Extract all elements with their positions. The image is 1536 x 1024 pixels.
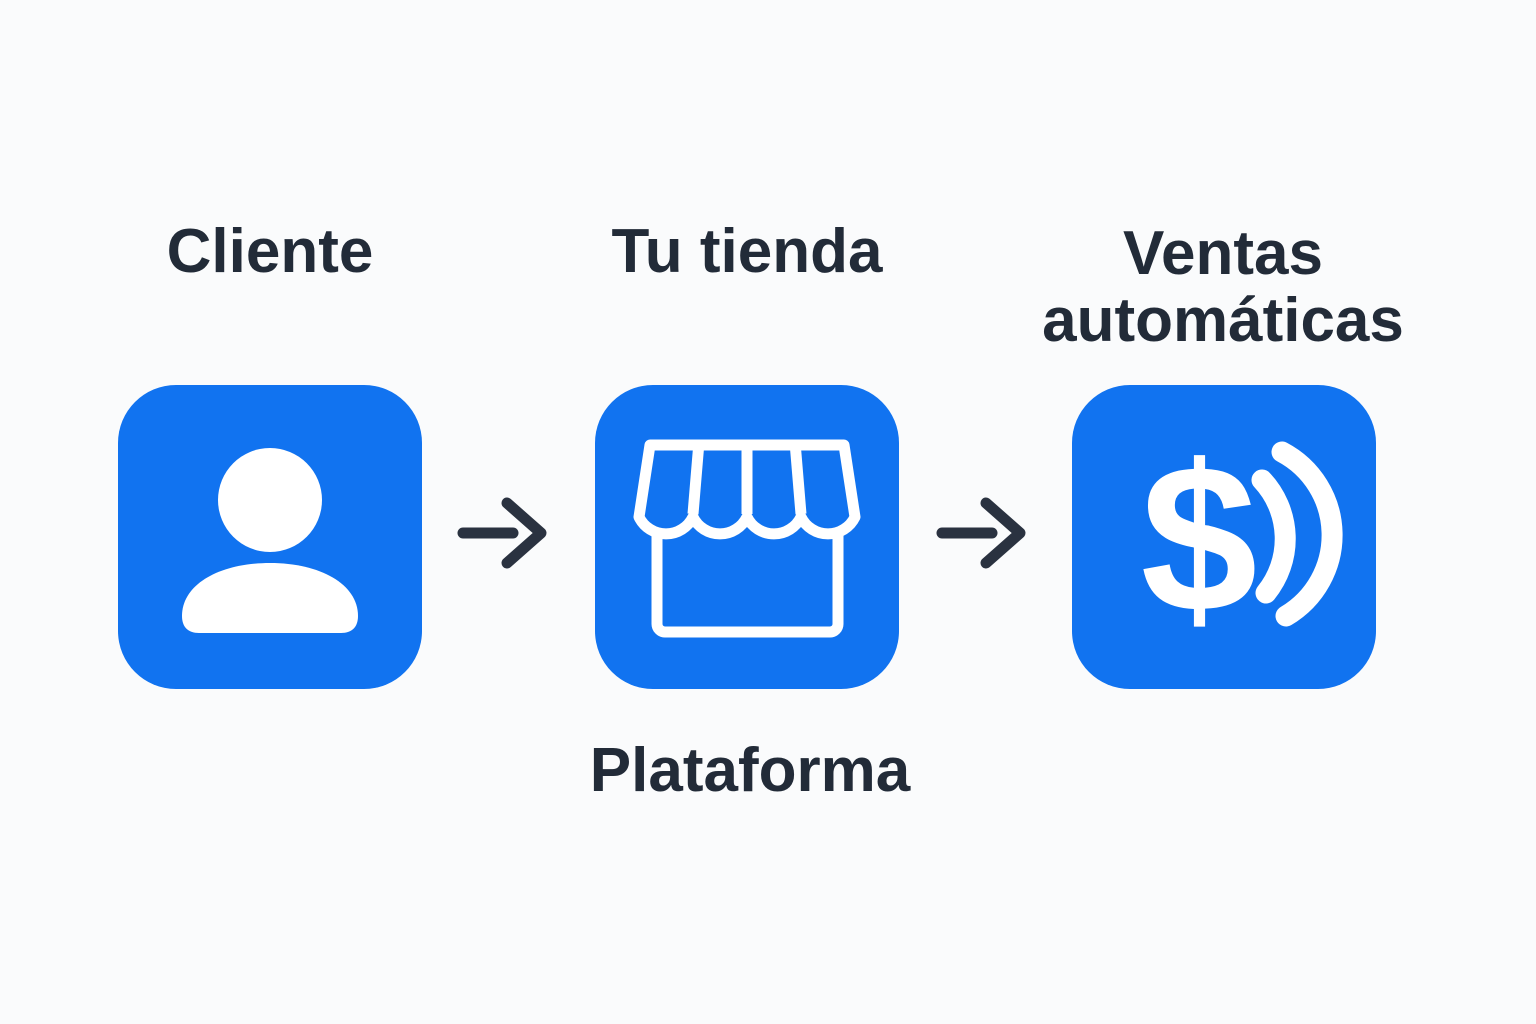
plataforma-caption: Plataforma — [589, 736, 911, 805]
contactless-dollar-icon: $ — [1141, 421, 1343, 656]
step-label-tu-tienda: Tu tienda — [611, 217, 883, 286]
tu-tienda-tile — [595, 385, 899, 689]
storefront-icon — [633, 439, 861, 638]
ventas-tile: $ — [1072, 385, 1376, 689]
step-label-ventas-automaticas: Ventas automáticas — [1042, 219, 1404, 355]
arrow-right-icon — [936, 497, 1026, 569]
dollar-sign-glyph: $ — [1141, 421, 1258, 656]
sound-wave-outer — [1271, 441, 1343, 627]
person-icon — [182, 448, 358, 633]
cliente-tile — [118, 385, 422, 689]
step-label-cliente: Cliente — [166, 217, 374, 286]
arrow-right-icon — [457, 497, 547, 569]
sound-wave-inner — [1251, 469, 1296, 604]
